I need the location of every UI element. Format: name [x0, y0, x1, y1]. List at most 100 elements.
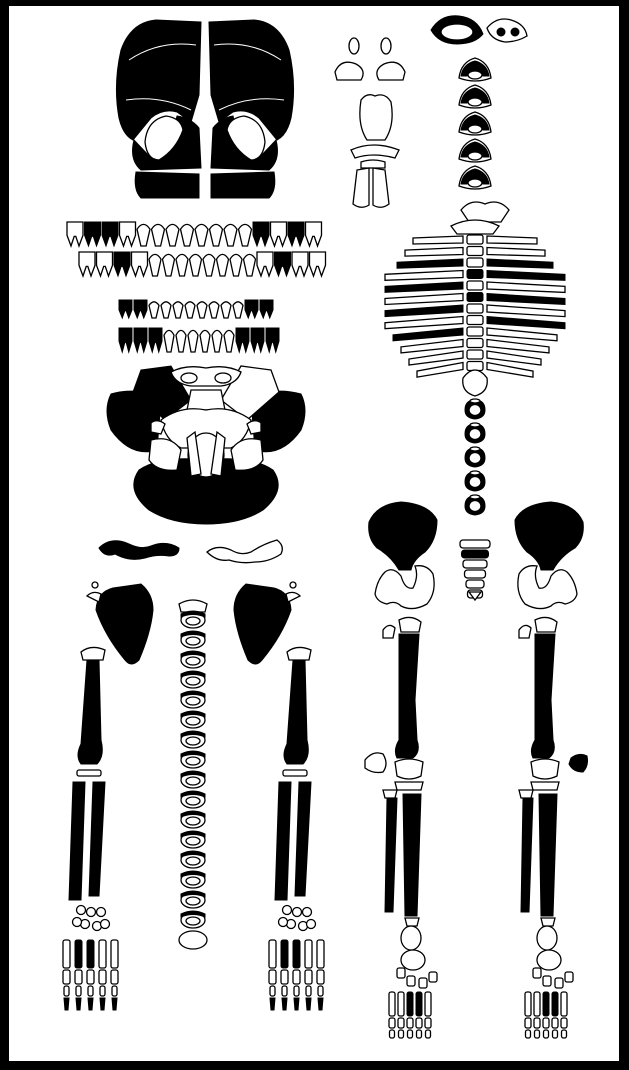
- deciduous-tooth: [266, 328, 279, 352]
- lower-tooth: [244, 254, 256, 276]
- left-rib: [417, 363, 463, 378]
- lower-tooth: [310, 252, 326, 276]
- right-carpals: [279, 906, 316, 931]
- right-rib: [487, 236, 537, 244]
- skull: [116, 20, 293, 198]
- cervical-vertebra: [459, 166, 491, 189]
- left-rib: [385, 294, 463, 305]
- chain-vertebra: [181, 711, 205, 728]
- lumbar-vertebrae: [463, 370, 488, 515]
- right-rib: [487, 317, 565, 329]
- ear-and-hyoid-bones: [335, 38, 405, 207]
- right-foot: [525, 926, 573, 1038]
- right-hand: [269, 940, 324, 1010]
- upper-tooth: [166, 224, 179, 246]
- left-humerus: [78, 647, 105, 764]
- left-ischium: [375, 566, 434, 609]
- left-ilium: [369, 502, 437, 570]
- disarticulated-skeleton-diagram: [9, 6, 619, 1061]
- deciduous-tooth: [209, 302, 219, 318]
- left-knee-epiphysis: [395, 759, 423, 779]
- upper-tooth: [120, 222, 136, 246]
- upper-tooth: [152, 224, 165, 246]
- right-knee-epiphysis: [531, 759, 559, 779]
- right-rib: [487, 363, 533, 378]
- deciduous-tooth: [119, 328, 132, 352]
- lower-teeth-row: [79, 252, 326, 276]
- right-rib: [487, 351, 541, 365]
- right-rib: [487, 305, 565, 317]
- cervical-vertebrae: [431, 16, 527, 44]
- thoracic-vertebra: [467, 258, 483, 267]
- thorax: [385, 202, 565, 377]
- lower-tooth: [97, 252, 113, 276]
- deciduous-tooth: [176, 330, 186, 352]
- thoracic-vertebra: [467, 362, 483, 371]
- right-clavicle: [207, 540, 282, 563]
- cervical-vertebrae-stack: [459, 58, 491, 189]
- chain-segment: [179, 600, 207, 612]
- lower-tooth: [217, 254, 229, 276]
- pelvis: [369, 502, 584, 609]
- chain-vertebra: [181, 631, 205, 648]
- thoracic-vertebra: [467, 316, 483, 325]
- thoracic-vertebra: [467, 350, 483, 359]
- left-femur: [383, 617, 421, 758]
- chain-vertebra: [181, 811, 205, 828]
- left-hand: [63, 940, 118, 1010]
- lower-tooth: [114, 252, 130, 276]
- cervical-vertebra: [459, 58, 491, 81]
- mandible-right: [211, 172, 275, 198]
- left-clavicle: [99, 541, 179, 560]
- lumbar-vertebra: [465, 423, 485, 443]
- deciduous-tooth: [188, 330, 198, 352]
- chain-vertebra: [181, 831, 205, 848]
- sacral-segment: [466, 580, 484, 588]
- sacral-segment: [463, 560, 487, 568]
- upper-tooth: [85, 222, 101, 246]
- deciduous-tooth: [200, 330, 210, 352]
- upper-tooth: [67, 222, 83, 246]
- lower-tooth: [203, 254, 215, 276]
- lower-limbs: [365, 617, 588, 1038]
- nasal-bones: [353, 168, 369, 207]
- left-rib: [401, 340, 463, 353]
- thoracic-vertebra: [467, 235, 483, 244]
- deciduous-tooth: [134, 300, 147, 318]
- left-rib: [385, 282, 463, 292]
- right-forearm: [275, 782, 311, 900]
- deciduous-tooth: [149, 328, 162, 352]
- sacrum-coccyx: [460, 540, 490, 600]
- right-patella: [569, 754, 588, 772]
- right-rib: [487, 271, 565, 281]
- upper-tooth: [224, 224, 237, 246]
- thoracic-vertebra: [467, 339, 483, 348]
- hyoid-left: [335, 62, 363, 80]
- deciduous-tooth: [233, 302, 243, 318]
- chain-vertebra: [181, 651, 205, 668]
- upper-teeth-row: [67, 222, 322, 246]
- lumbar-vertebra: [465, 447, 485, 467]
- deciduous-tooth: [251, 328, 264, 352]
- upper-tooth: [210, 224, 223, 246]
- figure-panel: [8, 5, 620, 1062]
- left-rib: [413, 236, 463, 244]
- left-rib: [405, 248, 463, 257]
- upper-tooth: [195, 224, 208, 246]
- chain-vertebra: [181, 891, 205, 908]
- upper-tooth: [239, 224, 252, 246]
- right-rib: [487, 340, 549, 353]
- lower-tooth: [190, 254, 202, 276]
- chain-vertebra: [181, 851, 205, 868]
- chain-vertebra: [181, 671, 205, 688]
- left-rib: [393, 328, 463, 341]
- upper-tooth: [102, 222, 118, 246]
- upper-tooth: [137, 224, 150, 246]
- upper-tooth: [306, 222, 322, 246]
- deciduous-tooth: [236, 328, 249, 352]
- spinal-column-chain: [179, 600, 207, 949]
- deciduous-tooth: [221, 302, 231, 318]
- sacral-segment: [460, 540, 490, 548]
- left-rib: [397, 259, 463, 268]
- left-rib: [385, 305, 463, 317]
